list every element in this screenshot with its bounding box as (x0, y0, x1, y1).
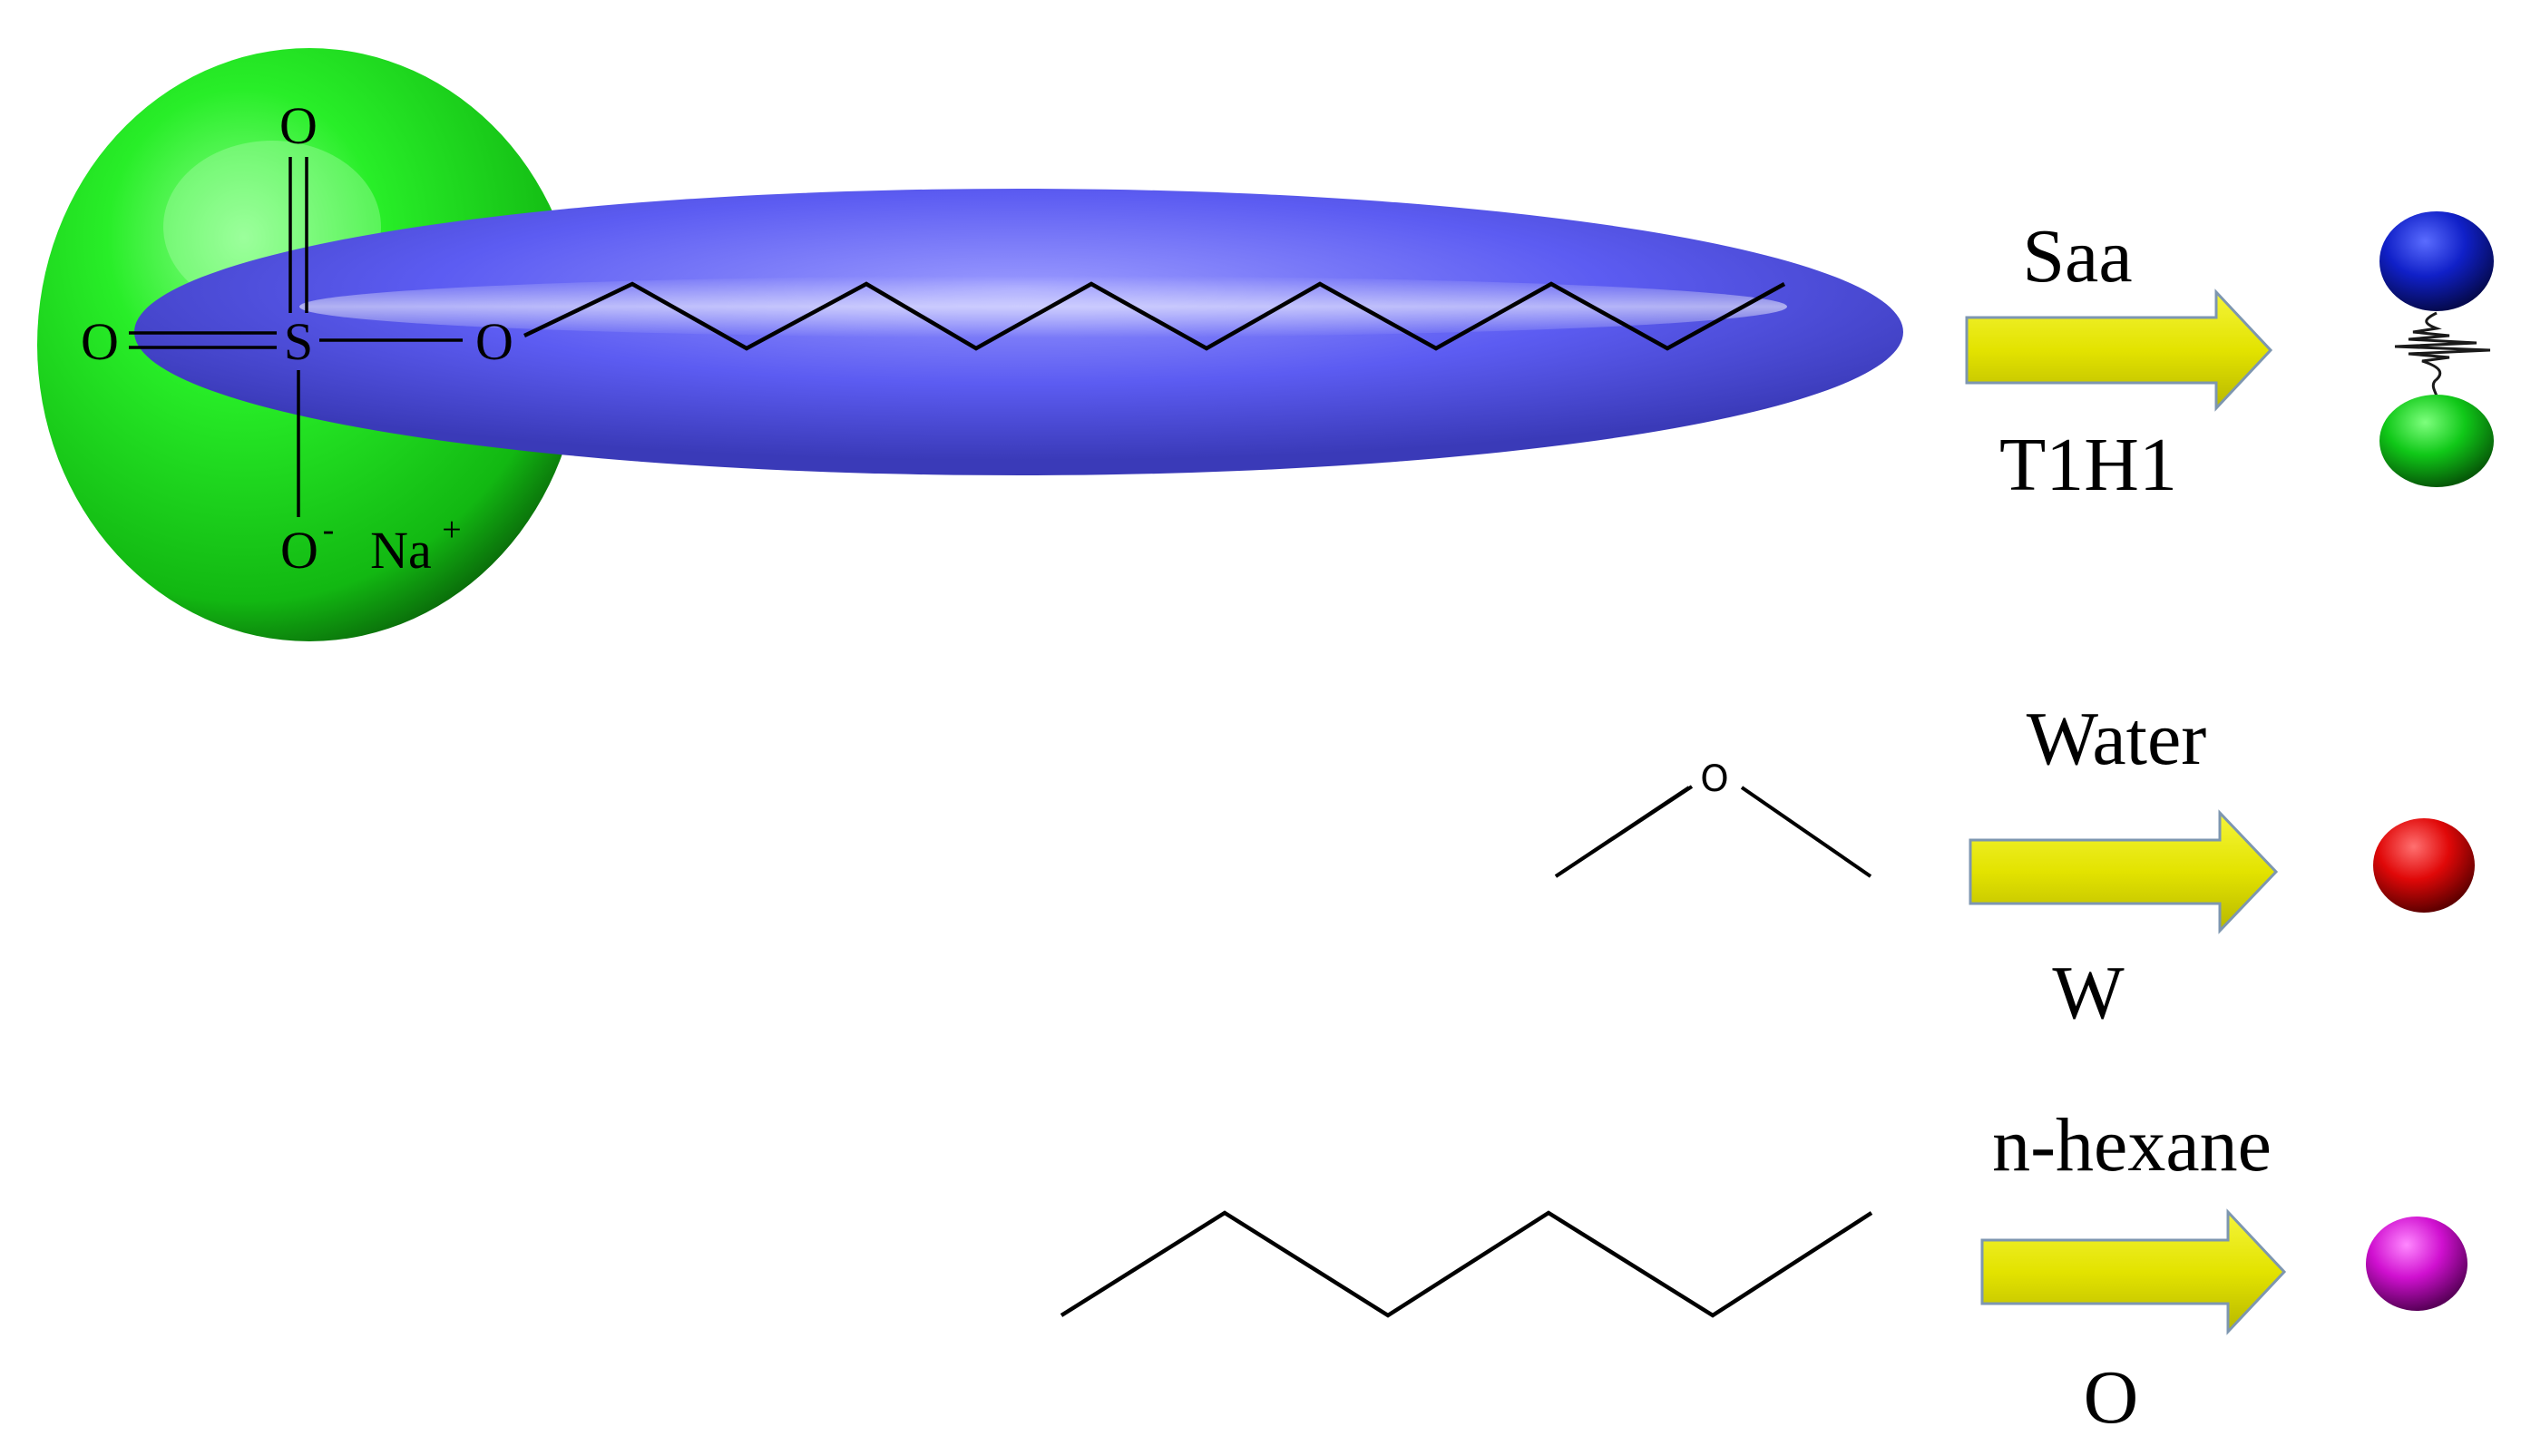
label-water: Water (2027, 697, 2206, 781)
bead-magenta-icon (2366, 1217, 2467, 1311)
sulfate-bonds (129, 157, 463, 517)
yellow-right-arrow-icon (1980, 1208, 2287, 1335)
tail-ellipse-shine (299, 276, 1787, 337)
dodecyl-chain (523, 281, 1786, 351)
atom-o-top: O (279, 96, 318, 155)
sds-molecule: O O S O O - Na + (37, 48, 1903, 641)
atom-na-charge: + (442, 511, 461, 549)
hexane-chain (1060, 1210, 1873, 1318)
atom-o-right: O (475, 312, 513, 371)
yellow-right-arrow-icon (1969, 809, 2279, 934)
label-o: O (2084, 1355, 2139, 1440)
label-w: W (2052, 951, 2125, 1035)
bead-blue-icon (2379, 211, 2494, 311)
label-n-hexane: n-hexane (1992, 1103, 2272, 1187)
atom-o-left: O (81, 312, 119, 371)
label-saa: Saa (2022, 214, 2132, 298)
row-hexane: n-hexane O (1060, 1103, 2467, 1440)
label-t1h1: T1H1 (1999, 423, 2177, 507)
atom-o-bottom: O (280, 521, 318, 580)
bead-red-icon (2373, 818, 2475, 913)
water-atom-o: O (1700, 758, 1728, 800)
atom-o-bottom-charge: - (323, 511, 335, 549)
water-bond-left (1554, 786, 1691, 878)
bead-spring-icon (2394, 311, 2491, 405)
atom-na: Na (370, 521, 432, 580)
atom-s: S (284, 312, 313, 371)
row-water: O Water W (1554, 697, 2475, 1035)
row-sds: Saa T1H1 (1965, 211, 2494, 507)
bead-green-icon (2379, 395, 2494, 487)
yellow-right-arrow-icon (1965, 288, 2273, 412)
water-bond-right (1740, 786, 1872, 878)
